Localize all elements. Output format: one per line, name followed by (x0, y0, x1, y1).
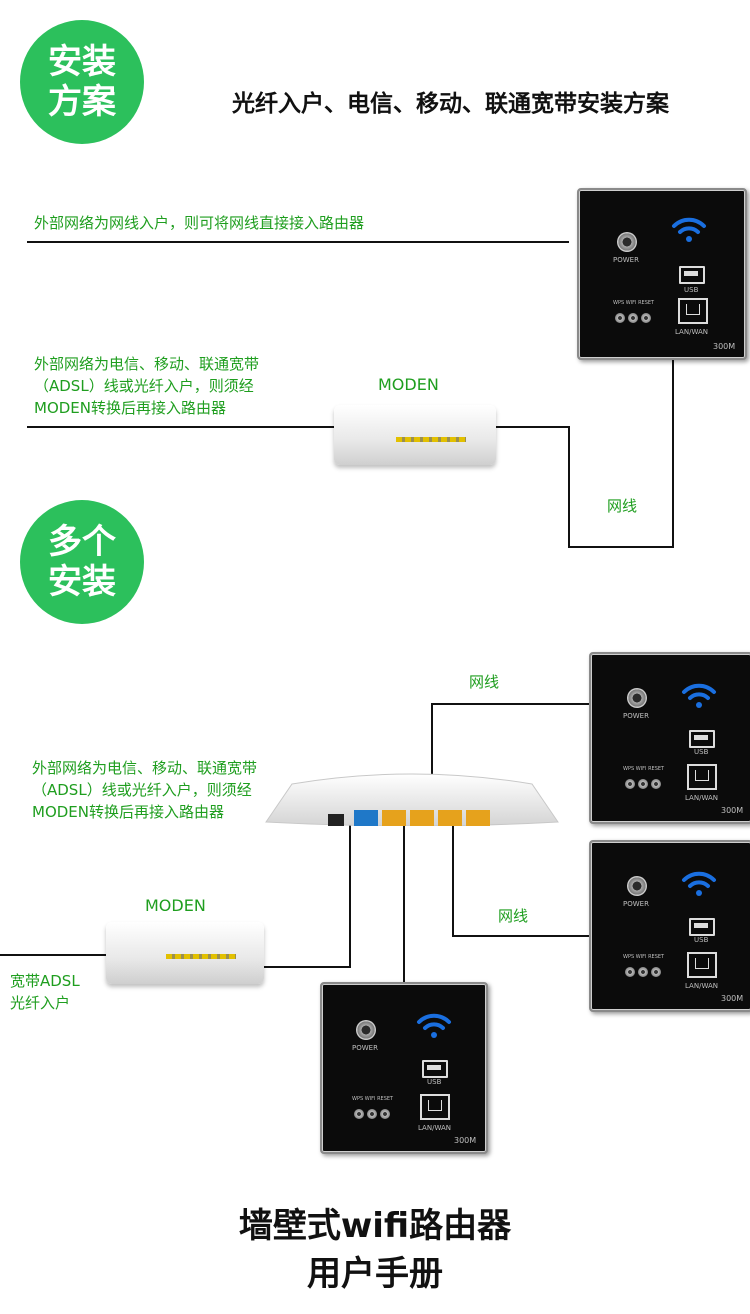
badge-line2: 安装 (48, 562, 116, 602)
section-title: 光纤入户、电信、移动、联通宽带安装方案 (232, 91, 669, 117)
wifi-icon (417, 1013, 451, 1038)
wall-router-panel: POWER USB WPS WIFI RESET LAN/WAN 300M (320, 982, 488, 1154)
power-label: POWER (352, 1044, 378, 1052)
modem-label: MODEN (145, 896, 206, 915)
cable-line (431, 703, 589, 705)
badge-multi-install: 多个 安装 (20, 500, 144, 624)
ethernet-port-icon (420, 1094, 450, 1120)
cable-label: 网线 (607, 497, 638, 515)
buttons-label: WPS WIFI RESET (352, 1096, 394, 1102)
note-line: （ADSL）线或光纤入户，则须经 (32, 781, 252, 799)
power-button-icon (627, 688, 647, 708)
footer-subtitle: 用户手册 (307, 1254, 443, 1294)
model-label: 300M (454, 1136, 477, 1145)
wifi-icon (682, 683, 716, 708)
wall-router-panel: POWER USB WPS WIFI RESET LAN/WAN 300M (589, 652, 750, 824)
cable-line (431, 703, 433, 793)
ethernet-port-icon (687, 764, 717, 790)
cable-line (27, 241, 569, 243)
note-line: MODEN转换后再接入路由器 (32, 803, 224, 821)
cable-line (403, 820, 405, 984)
lan-label: LAN/WAN (685, 982, 719, 990)
model-label: 300M (713, 342, 736, 351)
note-line: MODEN转换后再接入路由器 (34, 399, 226, 417)
cable-line (568, 426, 570, 548)
power-label: POWER (623, 712, 649, 720)
input-label-line: 光纤入户 (10, 994, 71, 1012)
power-button-icon (627, 876, 647, 896)
footer-title: 墙壁式wifi路由器 (238, 1206, 512, 1246)
wifi-icon (682, 871, 716, 896)
ethernet-port-icon (678, 298, 708, 324)
modem-device (334, 405, 496, 465)
power-label: POWER (613, 256, 639, 264)
lan-label: LAN/WAN (685, 794, 719, 802)
cable-line (496, 426, 570, 428)
wifi-icon (672, 217, 706, 242)
cable-line (672, 360, 674, 548)
cable-label: 网线 (469, 673, 500, 691)
buttons-row-icon (625, 774, 664, 793)
usb-port-icon (679, 266, 705, 284)
router-device (265, 773, 559, 826)
note-line: 外部网络为电信、移动、联通宽带 (34, 355, 260, 373)
buttons-row-icon (625, 962, 664, 981)
badge-line1: 多个 (48, 522, 116, 562)
ethernet-port-icon (687, 952, 717, 978)
cable-line (452, 815, 454, 937)
modem-device (106, 922, 264, 984)
power-button-icon (356, 1020, 376, 1040)
cable-line (568, 546, 674, 548)
cable-line (27, 426, 335, 428)
badge-install-plan: 安装 方案 (20, 20, 144, 144)
input-label-line: 宽带ADSL (10, 972, 80, 990)
usb-port-icon (689, 918, 715, 936)
power-label: POWER (623, 900, 649, 908)
note-adsl-1: 外部网络为电信、移动、联通宽带 （ADSL）线或光纤入户，则须经 MODEN转换… (34, 353, 334, 419)
model-label: 300M (721, 994, 744, 1003)
cable-line (0, 954, 108, 956)
cable-line (349, 815, 351, 968)
badge-line2: 方案 (48, 82, 116, 122)
wall-router-panel: POWER USB WPS WIFI RESET LAN/WAN 300M (577, 188, 747, 360)
wall-router-panel: POWER USB WPS WIFI RESET LAN/WAN 300M (589, 840, 750, 1012)
buttons-label: WPS WIFI RESET (623, 954, 665, 960)
usb-port-icon (689, 730, 715, 748)
lan-label: LAN/WAN (675, 328, 709, 336)
usb-label: USB (694, 748, 709, 756)
badge-line1: 安装 (48, 42, 116, 82)
note-line: 外部网络为电信、移动、联通宽带 (32, 759, 258, 777)
usb-label: USB (694, 936, 709, 944)
cable-line (452, 935, 589, 937)
buttons-label: WPS WIFI RESET (613, 300, 655, 306)
note-direct-cable: 外部网络为网线入户，则可将网线直接接入路由器 (34, 214, 365, 232)
note-adsl-2: 外部网络为电信、移动、联通宽带 （ADSL）线或光纤入户，则须经 MODEN转换… (32, 757, 332, 823)
usb-port-icon (422, 1060, 448, 1078)
buttons-row-icon (354, 1104, 393, 1123)
usb-label: USB (427, 1078, 442, 1086)
cable-line (262, 966, 351, 968)
input-label: 宽带ADSL 光纤入户 (10, 970, 80, 1014)
usb-label: USB (684, 286, 699, 294)
lan-label: LAN/WAN (418, 1124, 452, 1132)
buttons-label: WPS WIFI RESET (623, 766, 665, 772)
buttons-row-icon (615, 308, 654, 327)
power-button-icon (617, 232, 637, 252)
modem-label: MODEN (378, 375, 439, 394)
note-line: （ADSL）线或光纤入户，则须经 (34, 377, 254, 395)
cable-label: 网线 (498, 907, 529, 925)
model-label: 300M (721, 806, 744, 815)
